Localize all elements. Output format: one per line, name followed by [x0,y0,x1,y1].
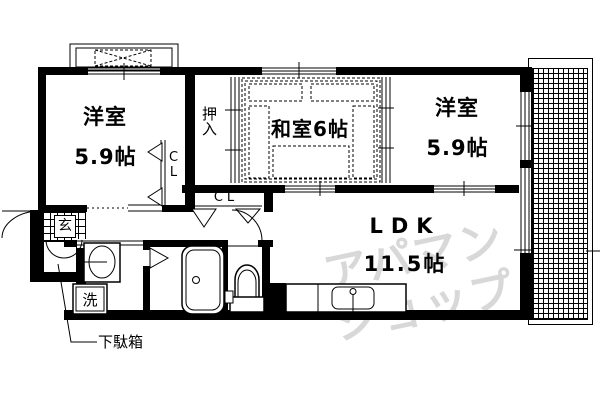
hatched-area [532,68,588,320]
room-label-ldk: LDK [369,214,441,238]
room-label-washitsu: 和室6帖 [271,117,349,141]
room-label-yoshitsu-left: 洋室 [83,105,127,129]
ldk-door-arc [231,209,263,242]
toilet-bowl-inner [237,269,257,297]
laundry-pan-inner [75,286,105,312]
room-size-yoshitsu-left: 5.9帖 [74,145,137,169]
room-size-ldk: 11.5帖 [363,252,447,276]
room-size-yoshitsu-right: 5.9帖 [426,136,489,160]
label-oshiire: 押入 [200,106,218,136]
label-closet-lower: CL [213,190,239,205]
ldk-door-leaf-icon [234,208,262,224]
genkan-arc-left [45,239,65,259]
kitchen-faucet [349,288,357,295]
shoebox-leader-line [57,263,97,343]
tatami-mats [241,77,381,183]
bedroom-door-icon [147,187,163,207]
label-closet-upper: CL [166,150,181,180]
label-laundry: 洗 [82,291,98,309]
label-shoebox: 下駄箱 [98,333,144,351]
toilet-side-unit [224,290,234,304]
toilet-tank [229,296,265,313]
bathtub-drain [192,276,200,284]
fixtures [72,242,407,316]
bathroom-door-icon [149,247,170,269]
closet-lower-door-icon [191,208,217,228]
service-balcony [69,43,179,71]
genkan-arc-right [63,239,83,259]
closet-upper-door-icon [147,142,163,162]
label-genkan: 玄 [54,215,76,238]
door-symbols [1,142,263,269]
bathtub-inner [185,249,221,311]
room-label-yoshitsu-right: 洋室 [435,96,479,120]
